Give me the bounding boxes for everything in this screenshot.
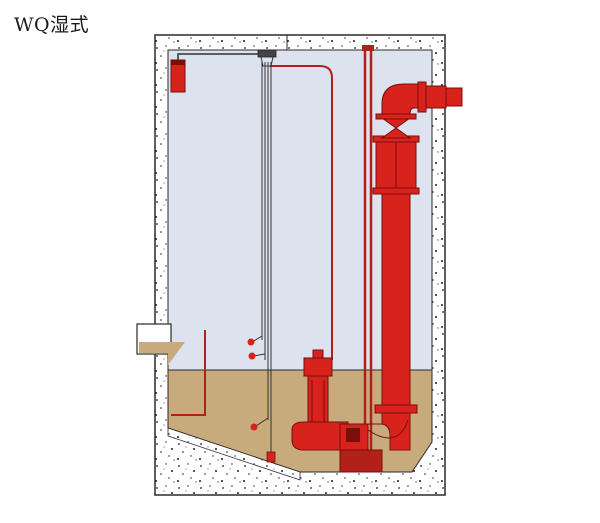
benching-slope xyxy=(167,427,301,481)
inlet-pipe xyxy=(136,323,185,365)
diagram-title: WQ湿式 xyxy=(14,14,90,36)
guide-rails xyxy=(362,45,374,470)
pump-power-cable xyxy=(270,65,333,360)
power-cable xyxy=(177,53,265,60)
cable-manifold xyxy=(257,49,277,67)
check-valve-icon xyxy=(372,135,420,195)
outlet-pipe xyxy=(381,81,463,115)
control-box-icon xyxy=(170,59,186,93)
coupling-base xyxy=(339,449,383,473)
float-switch-cables xyxy=(261,62,272,460)
discharge-pipe xyxy=(367,139,418,451)
float-switch-icon xyxy=(247,335,276,463)
overflow-pipe xyxy=(171,330,206,416)
submersible-pump xyxy=(291,349,369,451)
